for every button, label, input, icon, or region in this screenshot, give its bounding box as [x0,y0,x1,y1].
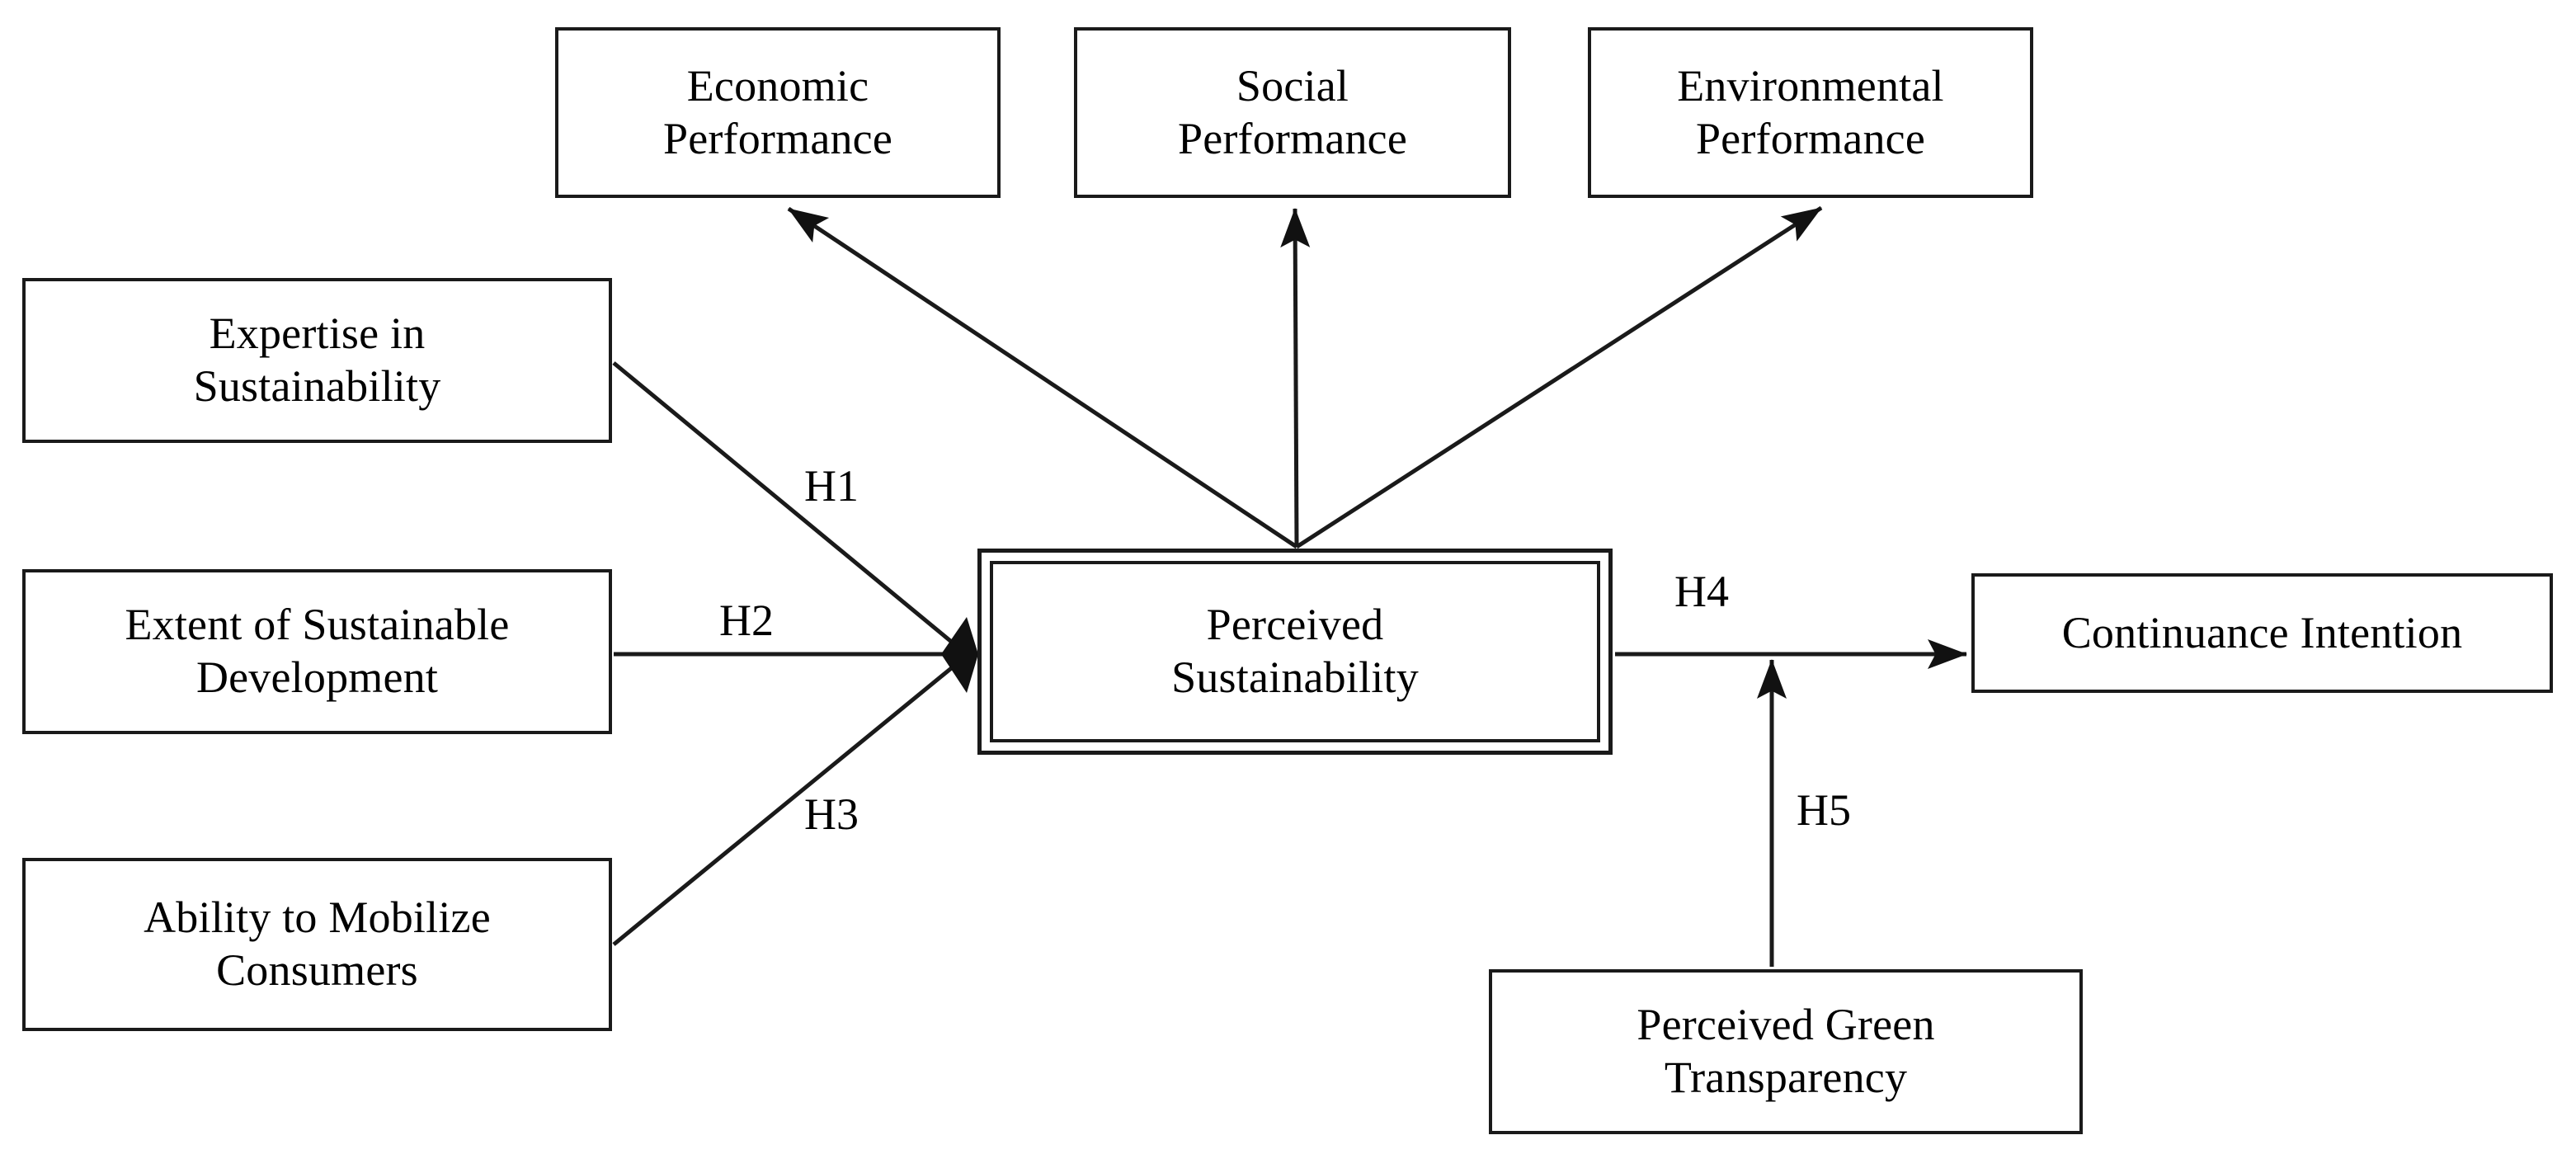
edge-to-social-performance [1280,208,1311,548]
node-extent-of-sustainable-development-label: Extent of Sustainable Development [125,600,510,702]
edge-to-economic-performance [787,206,1298,549]
node-economic-performance[interactable]: Economic Performance [555,27,1001,198]
edge-label-h1: H1 [804,461,859,511]
edge-h1 [612,361,965,653]
perceived-sustainability-inner-frame: Perceived Sustainability [990,561,1600,742]
edge-label-h5: H5 [1797,785,1851,835]
node-continuance-intention[interactable]: Continuance Intention [1971,573,2553,693]
node-environmental-performance-label: Environmental Performance [1677,60,1944,163]
node-perceived-sustainability[interactable]: Perceived Sustainability [977,549,1613,755]
node-expertise-in-sustainability[interactable]: Expertise in Sustainability [22,278,612,443]
node-perceived-green-transparency[interactable]: Perceived Green Transparency [1489,969,2083,1134]
node-social-performance[interactable]: Social Performance [1074,27,1511,198]
edge-to-environmental-performance [1295,205,1823,549]
node-social-performance-label: Social Performance [1177,60,1408,163]
node-economic-performance-label: Economic Performance [662,60,893,163]
edge-label-h3: H3 [804,789,859,839]
node-ability-to-mobilize-consumers[interactable]: Ability to Mobilize Consumers [22,858,612,1031]
edge-label-h2: H2 [719,596,774,645]
node-perceived-green-transparency-label: Perceived Green Transparency [1636,1000,1935,1102]
edge-h3 [612,657,965,946]
node-perceived-sustainability-label: Perceived Sustainability [1171,600,1419,702]
node-continuance-intention-label: Continuance Intention [2061,607,2463,657]
converge-diamond-arrowhead [941,617,978,693]
node-expertise-in-sustainability-label: Expertise in Sustainability [193,309,441,411]
node-environmental-performance[interactable]: Environmental Performance [1588,27,2033,198]
node-ability-to-mobilize-consumers-label: Ability to Mobilize Consumers [144,893,491,995]
edge-label-h4: H4 [1674,567,1729,616]
node-extent-of-sustainable-development[interactable]: Extent of Sustainable Development [22,569,612,734]
